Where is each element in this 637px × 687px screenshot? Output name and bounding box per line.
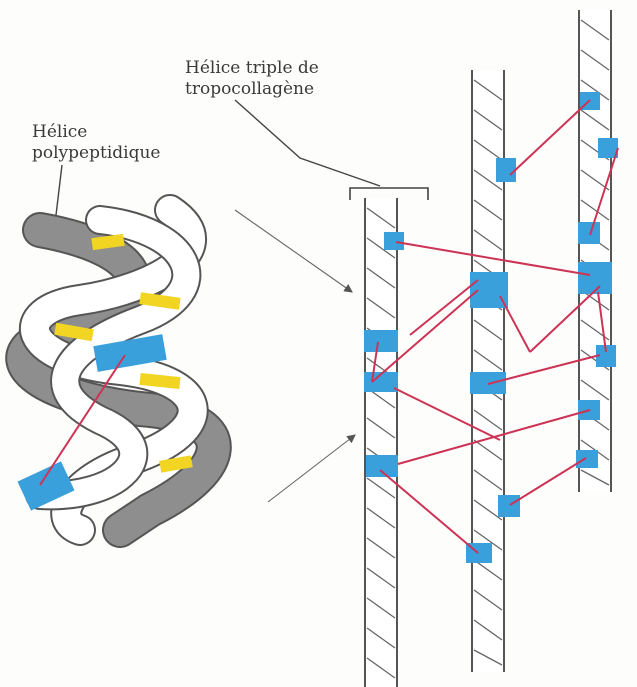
triple-helix-strand-1 [364, 198, 404, 687]
triple-helix-strand-3 [576, 10, 618, 492]
crosslink-site [470, 272, 508, 308]
crosslink-site [498, 495, 520, 517]
crosslink-site [366, 455, 398, 477]
crosslink-site [364, 330, 398, 352]
polypeptide-leader-line [56, 165, 62, 215]
crosslink-site [578, 262, 612, 294]
crosslink-site [384, 232, 404, 250]
crosslink-site [576, 450, 598, 468]
crosslink-site [496, 158, 516, 182]
triple-helix-leader-line [235, 100, 380, 186]
zoom-arrow-top [235, 210, 352, 292]
zoom-arrow-bottom [268, 435, 355, 502]
crosslink-line [510, 458, 586, 505]
magnified-polypeptide-helix [17, 210, 213, 530]
triple-helix-strand-2 [466, 70, 520, 672]
crosslink-site [578, 222, 600, 244]
crosslink-line [410, 280, 478, 335]
